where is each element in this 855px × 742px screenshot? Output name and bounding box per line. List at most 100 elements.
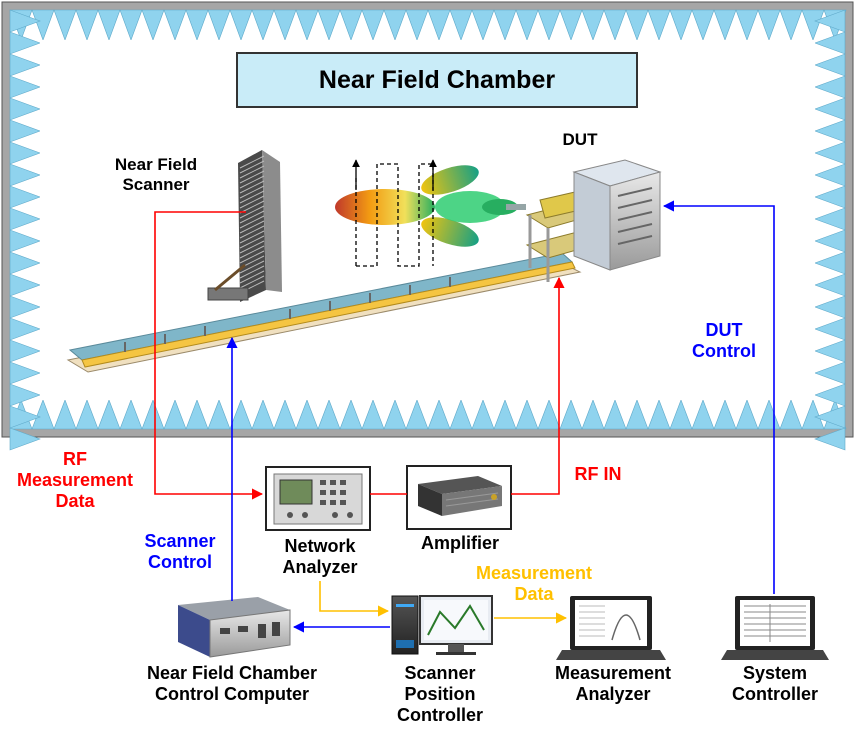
absorber-cone: [9, 163, 41, 187]
absorber-cone: [779, 9, 803, 41]
absorber-cone: [9, 31, 41, 55]
absorber-cone: [801, 399, 825, 430]
absorber-cone: [31, 399, 55, 430]
rf-in-label: RF IN: [574, 464, 622, 484]
absorber-cone: [779, 399, 803, 430]
absorber-cone: [361, 9, 385, 41]
tower-ridge: [239, 195, 265, 209]
absorber-cone: [603, 399, 627, 430]
absorber-cone: [9, 383, 41, 407]
absorber-cone: [814, 141, 846, 165]
tower-ridge: [239, 230, 265, 244]
network-analyzer-label: Network Analyzer: [282, 536, 358, 578]
amplifier-label: Amplifier: [420, 533, 499, 553]
absorber-cone: [383, 399, 407, 430]
tower-ridge: [239, 160, 265, 174]
absorber-cone: [801, 9, 825, 41]
absorber-cone: [427, 9, 451, 41]
tower-ridge: [239, 210, 265, 224]
absorber-cone: [295, 9, 319, 41]
tower-ridge: [239, 190, 265, 204]
signal-paths: [154, 200, 775, 633]
absorber-cone: [691, 9, 715, 41]
absorber-cone: [339, 399, 363, 430]
absorber-cone: [9, 229, 41, 253]
absorber-cone: [625, 9, 649, 41]
absorber-cones: [9, 9, 847, 451]
absorber-cone: [515, 399, 539, 430]
absorber-cone: [647, 399, 671, 430]
absorber-cone: [9, 141, 41, 165]
absorber-cone: [273, 399, 297, 430]
absorber-cone: [9, 251, 41, 275]
absorber-cone: [9, 75, 41, 99]
absorber-cone: [814, 185, 846, 209]
absorber-cone: [814, 273, 846, 297]
absorber-cone: [185, 399, 209, 430]
absorber-cone: [814, 405, 846, 429]
absorber-cone: [97, 399, 121, 430]
absorber-cone: [814, 229, 846, 253]
absorber-cone: [9, 405, 41, 429]
absorber-cone: [163, 399, 187, 430]
absorber-cone: [9, 53, 41, 77]
absorber-cone: [757, 9, 781, 41]
absorber-cone: [185, 9, 209, 41]
tower-ridge: [239, 180, 265, 194]
absorber-cone: [814, 383, 846, 407]
absorber-cone: [814, 53, 846, 77]
absorber-cone: [9, 339, 41, 363]
absorber-cone: [603, 9, 627, 41]
absorber-cone: [814, 317, 846, 341]
absorber-cone: [625, 399, 649, 430]
chamber-title: Near Field Chamber: [318, 65, 556, 94]
absorber-cone: [119, 399, 143, 430]
dut-control-label: DUT Control: [692, 320, 756, 362]
absorber-cone: [9, 119, 41, 143]
absorber-cone: [647, 9, 671, 41]
rf-measurement-data-label: RF Measurement Data: [16, 449, 134, 512]
tower-ridge: [239, 200, 265, 214]
absorber-cone: [559, 399, 583, 430]
absorber-cone: [75, 9, 99, 41]
absorber-cone: [814, 295, 846, 319]
tower-ridge: [239, 205, 265, 219]
system-controller-label: System Controller: [731, 663, 818, 705]
absorber-cone: [31, 9, 55, 41]
absorber-cone: [97, 9, 121, 41]
near-field-scanner-image: [66, 150, 582, 373]
tower-ridge: [239, 250, 265, 264]
absorber-cone: [229, 399, 253, 430]
absorber-cone: [75, 399, 99, 430]
absorber-cone: [814, 9, 846, 33]
near-field-scanner-label: Near Field Scanner: [114, 155, 198, 195]
absorber-cone: [53, 9, 77, 41]
absorber-cone: [9, 97, 41, 121]
antenna-pattern-image: [335, 159, 526, 267]
absorber-cone: [713, 399, 737, 430]
tower-ridge: [239, 155, 265, 169]
absorber-cone: [141, 9, 165, 41]
absorber-cone: [53, 399, 77, 430]
tower-ridge: [239, 220, 265, 234]
absorber-cone: [537, 9, 561, 41]
chamber-title-box: Near Field Chamber: [236, 52, 638, 108]
measurement-data-label: Measurement Data: [475, 563, 593, 605]
absorber-cone: [9, 185, 41, 209]
absorber-cone: [9, 317, 41, 341]
tower-ridge: [239, 240, 265, 254]
absorber-cone: [229, 9, 253, 41]
absorber-cone: [814, 97, 846, 121]
absorber-cone: [207, 399, 231, 430]
dut-cabinet-image: [572, 159, 662, 271]
absorber-cone: [9, 9, 41, 33]
tower-ridge: [239, 170, 265, 184]
absorber-cone: [814, 119, 846, 143]
rf-in-path: [511, 276, 565, 495]
absorber-cone: [735, 399, 759, 430]
tower-ridge: [239, 275, 265, 289]
measurement-analyzer-image: [556, 596, 666, 660]
scanner-position-controller-image: [391, 595, 493, 655]
